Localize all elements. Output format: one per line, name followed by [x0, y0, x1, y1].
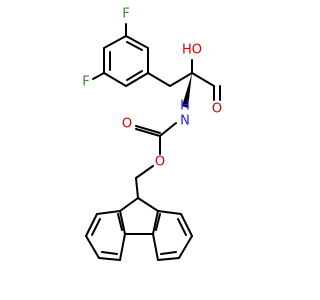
bond [157, 257, 180, 261]
fluorine-atom-label: F [82, 75, 89, 90]
bond [125, 35, 149, 49]
molecule-diagram: F F HO O H N O O [82, 7, 222, 261]
hydrogen-atom-label: H [180, 99, 190, 114]
bond [160, 251, 177, 255]
bond [92, 72, 105, 80]
structure-drawing: F F HO O H N O O [82, 7, 222, 261]
fluorine-atom-label: F [122, 7, 129, 22]
bond [152, 233, 159, 261]
bond [135, 125, 161, 134]
bond [117, 213, 123, 231]
bond [135, 177, 139, 199]
bond [135, 165, 154, 179]
bond [125, 72, 149, 87]
oxygen-atom-label: O [122, 117, 132, 132]
hydroxyl-label: HO [182, 43, 202, 58]
bond [98, 257, 121, 261]
bond [152, 210, 159, 235]
bond [178, 235, 193, 259]
bond [169, 72, 193, 87]
bond [147, 72, 171, 87]
bond [119, 233, 126, 261]
bond [155, 213, 161, 231]
atom-labels: F F HO O H N O O [82, 7, 222, 170]
bond [137, 197, 159, 212]
oxygen-atom-label: O [155, 155, 165, 170]
bond [103, 35, 127, 49]
bond [159, 122, 177, 137]
bond [103, 72, 127, 87]
bond [119, 197, 139, 212]
bond [177, 218, 187, 236]
bond [191, 72, 215, 87]
bond [85, 213, 98, 237]
bond [85, 235, 100, 259]
oxygen-atom-label: O [212, 102, 222, 117]
bond [126, 70, 143, 81]
bond [157, 210, 182, 215]
bonds [85, 23, 221, 261]
bond [119, 210, 126, 235]
nitrogen-atom-label: N [180, 114, 190, 129]
bond [96, 210, 121, 215]
bond [135, 128, 161, 137]
stereo-wedge [182, 73, 192, 108]
bond [101, 251, 118, 255]
bond [180, 213, 193, 237]
bond [126, 41, 143, 51]
bond [91, 218, 101, 236]
